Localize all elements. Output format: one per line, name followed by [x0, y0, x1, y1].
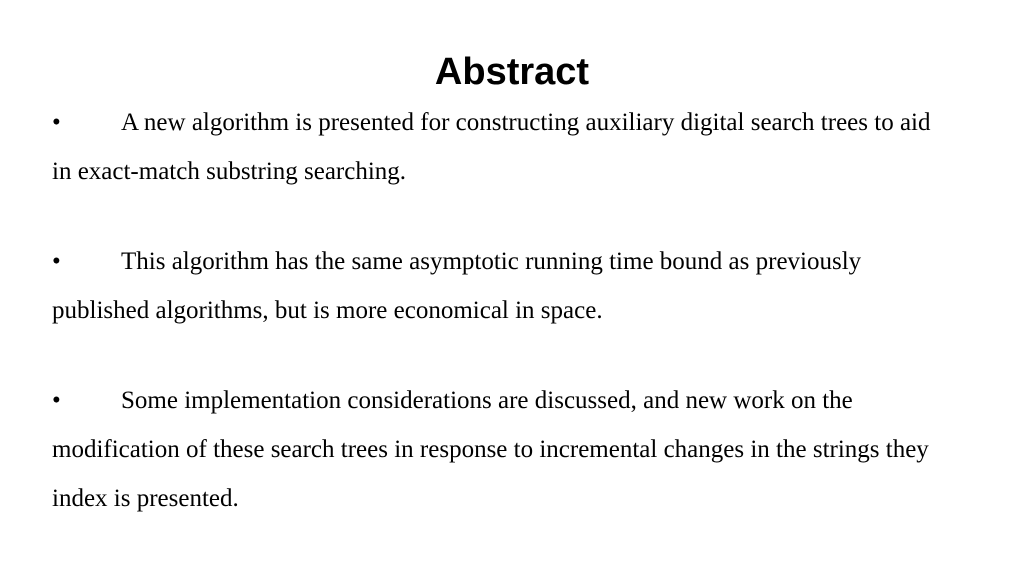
bullet-text: A new algorithm is presented for constru… [52, 109, 931, 185]
bullet-marker: • [52, 387, 61, 414]
bullet-item-3: •Some implementation considerations are … [52, 376, 952, 523]
bullet-text: This algorithm has the same asymptotic r… [52, 248, 862, 324]
slide-title: Abstract [434, 51, 590, 93]
bullet-item-1: •A new algorithm is presented for constr… [52, 98, 952, 196]
bullet-marker: • [52, 248, 61, 275]
bullet-text: Some implementation considerations are d… [52, 387, 929, 512]
bullet-item-2: •This algorithm has the same asymptotic … [52, 237, 952, 335]
bullet-marker: • [52, 109, 61, 136]
